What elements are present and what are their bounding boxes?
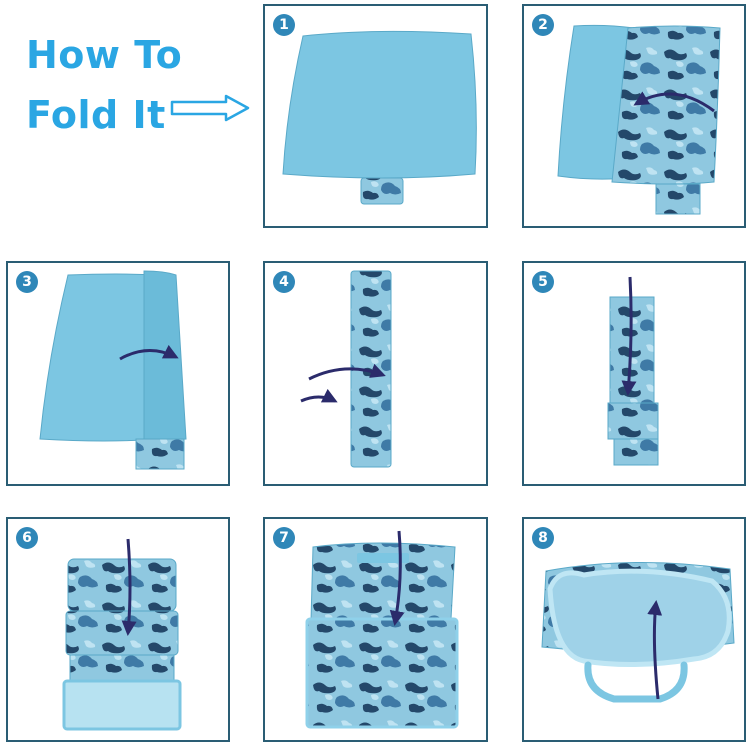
step-4-badge: 4: [273, 271, 295, 293]
step-7-illustration: [305, 530, 459, 729]
step-3-badge: 3: [16, 271, 38, 293]
step-4-panel: 4: [263, 261, 488, 486]
step-1-badge: 1: [273, 14, 295, 36]
step-2-panel: 2: [522, 4, 746, 228]
step-2-illustration: [557, 24, 721, 215]
title-line-2: Fold It: [26, 93, 166, 137]
step-3-illustration: [39, 270, 187, 470]
step-6-panel: 6: [6, 517, 230, 742]
step-2-badge: 2: [532, 14, 554, 36]
step-3-panel: 3: [6, 261, 230, 486]
step-1-illustration: [282, 30, 477, 205]
step-4-illustration: [300, 270, 392, 468]
title-line-1: How To: [26, 33, 183, 77]
step-7-badge: 7: [273, 527, 295, 549]
right-arrow-icon: [170, 94, 250, 122]
step-5-badge: 5: [532, 271, 554, 293]
step-6-badge: 6: [16, 527, 38, 549]
step-8-illustration: [541, 562, 735, 703]
step-8-panel: 8: [522, 517, 746, 742]
step-5-panel: 5: [522, 261, 746, 486]
step-6-illustration: [62, 538, 182, 731]
step-7-panel: 7: [263, 517, 488, 742]
step-5-illustration: [607, 276, 659, 466]
step-1-panel: 1: [263, 4, 488, 228]
step-8-badge: 8: [532, 527, 554, 549]
